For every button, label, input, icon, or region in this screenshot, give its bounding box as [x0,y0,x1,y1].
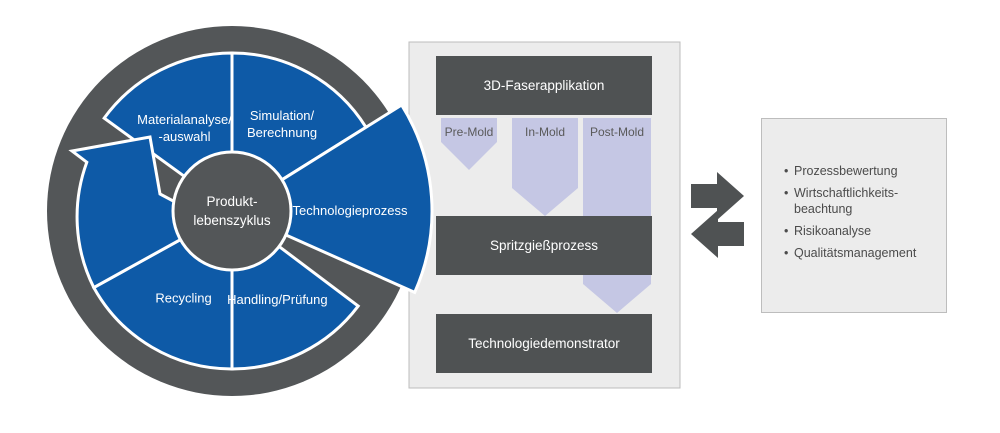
evaluation-item: Wirtschaftlichkeits- beachtung [784,185,946,217]
box-bottom-label: Technologiedemonstrator [468,336,620,351]
arrow-left-icon [691,210,744,258]
segment-material-label: Materialanalyse/-auswahl [137,112,232,144]
phase-arrow-post-mold [583,118,651,313]
segment-simulation-label: Simulation/Berechnung [247,108,317,140]
phase-arrow-in-mold [512,118,578,216]
phase-label-in-mold: In-Mold [525,125,565,139]
evaluation-item: Prozessbewertung [784,163,946,179]
box-3d-faserapplikation [436,56,652,115]
center-label: Produkt-lebenszyklus [193,194,271,228]
phase-label-pre-mold: Pre-Mold [445,125,494,139]
evaluation-list: Prozessbewertung Wirtschaftlichkeits- be… [762,119,946,261]
box-spritzgiessprozess [436,216,652,275]
segment-technology-label: Technologieprozess [293,203,408,218]
segment-handling-label: Handling/Prüfung [227,292,327,307]
lifecycle-wheel: Materialanalyse/-auswahl Simulation/Berec… [47,26,434,396]
wheel-center [171,150,293,272]
phase-label-post-mold: Post-Mold [590,125,644,139]
evaluation-panel: Prozessbewertung Wirtschaftlichkeits- be… [761,118,947,313]
box-middle-label: Spritzgießprozess [490,238,598,253]
segment-recycling-label: Recycling [155,290,211,305]
arrow-right-icon [691,172,744,220]
box-technologiedemonstrator [436,314,652,373]
evaluation-item: Qualitätsmanagement [784,245,946,261]
evaluation-item: Risikoanalyse [784,223,946,239]
box-top-label: 3D-Faserapplikation [484,78,605,93]
phase-arrow-pre-mold [441,118,497,170]
